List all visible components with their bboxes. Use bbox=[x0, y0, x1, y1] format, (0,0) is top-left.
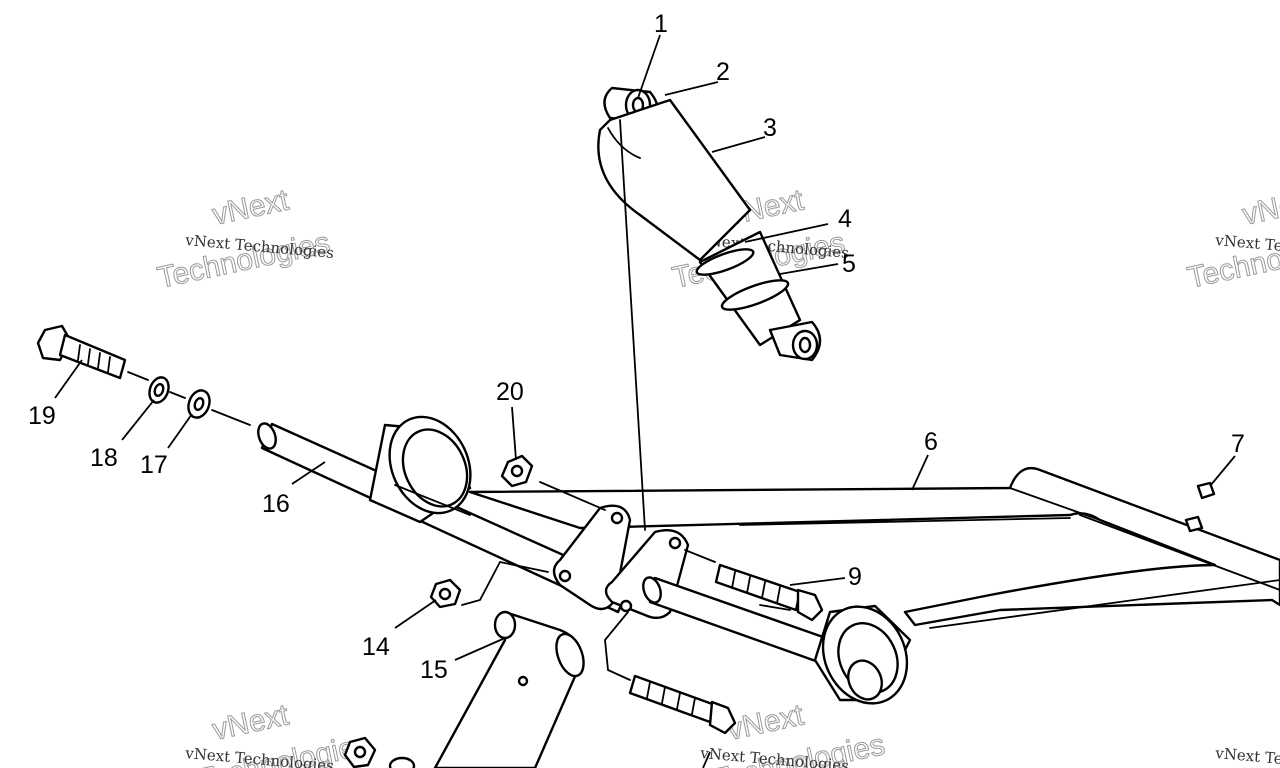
washer-17 bbox=[187, 389, 211, 419]
nut-20-axis bbox=[539, 481, 606, 511]
watermark-word-vnext: vNext bbox=[210, 183, 293, 231]
bolt-19 bbox=[36, 324, 127, 380]
callout-5: 5 bbox=[842, 250, 856, 278]
callout-2: 2 bbox=[716, 58, 730, 86]
callout-labels: 1 2 3 4 5 6 7 9 14 15 16 17 18 19 20 bbox=[28, 10, 1245, 684]
callout-15: 15 bbox=[420, 656, 448, 684]
nut-20 bbox=[500, 454, 534, 488]
nut-14 bbox=[429, 578, 462, 609]
callout-1: 1 bbox=[654, 10, 668, 38]
nut-14-axis bbox=[461, 560, 549, 606]
bushing-right bbox=[813, 604, 912, 705]
callout-6: 6 bbox=[924, 428, 938, 456]
watermark-top-right: vNext Technologies vNext Technologies bbox=[1184, 183, 1280, 295]
bushing-left bbox=[368, 415, 472, 524]
assembly-line bbox=[619, 119, 646, 531]
shock-absorber bbox=[597, 86, 822, 362]
bolt-bottom-axis bbox=[604, 611, 631, 681]
bolt-axis-line bbox=[127, 371, 251, 426]
washer-18 bbox=[148, 376, 170, 404]
bolt-bottom bbox=[628, 674, 737, 735]
watermark-line: vNext Technologies bbox=[1214, 744, 1280, 768]
callout-17: 17 bbox=[140, 451, 168, 479]
lower-arm-15 bbox=[433, 610, 585, 768]
pivot-shaft bbox=[257, 422, 632, 614]
callout-7: 7 bbox=[1231, 430, 1245, 458]
bolt-9 bbox=[714, 563, 824, 622]
watermark-word-vnext: vNext bbox=[1240, 183, 1280, 231]
callout-18: 18 bbox=[90, 444, 118, 472]
watermark-top-left: vNext Technologies vNext Technologies bbox=[154, 183, 335, 295]
callout-20: 20 bbox=[496, 378, 524, 406]
callout-4: 4 bbox=[838, 205, 852, 233]
watermark-bottom-left: vNext Technologies vNext Technologies bbox=[184, 698, 374, 768]
callout-19: 19 bbox=[28, 402, 56, 430]
callout-9: 9 bbox=[848, 563, 862, 591]
watermark-word-vnext: vNext bbox=[210, 698, 293, 746]
watermark-bottom-center: vNext Technologies vNext Technologies bbox=[699, 698, 889, 768]
callout-14: 14 bbox=[362, 633, 390, 661]
fastener-7 bbox=[1184, 481, 1216, 533]
leader-lines bbox=[54, 34, 1236, 768]
watermark-bottom-right: vNext Technologies bbox=[1214, 744, 1280, 768]
bolt-9-axis bbox=[684, 549, 791, 611]
watermark-word-vnext: vNext bbox=[725, 698, 808, 746]
nut-bottom bbox=[343, 736, 416, 768]
callout-16: 16 bbox=[262, 490, 290, 518]
a-arm bbox=[468, 466, 1280, 629]
callout-3: 3 bbox=[763, 114, 777, 142]
